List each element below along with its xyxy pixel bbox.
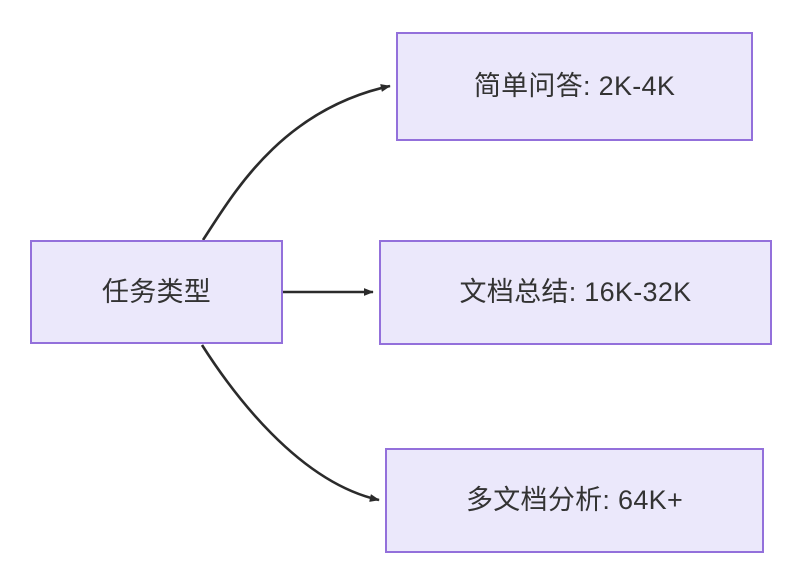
node-multi-doc-label: 多文档分析: 64K+ — [465, 485, 684, 516]
node-task-type-label: 任务类型 — [101, 276, 212, 307]
node-doc-summary-label: 文档总结: 16K-32K — [459, 277, 692, 308]
edge-root-to-multi-doc — [200, 344, 380, 502]
edge-root-to-simple-qa — [201, 84, 391, 241]
node-task-type[interactable]: 任务类型 — [30, 240, 283, 344]
node-simple-qa[interactable]: 简单问答: 2K-4K — [396, 32, 753, 141]
node-multi-doc[interactable]: 多文档分析: 64K+ — [385, 448, 764, 553]
node-simple-qa-label: 简单问答: 2K-4K — [473, 71, 676, 102]
node-doc-summary[interactable]: 文档总结: 16K-32K — [379, 240, 772, 345]
